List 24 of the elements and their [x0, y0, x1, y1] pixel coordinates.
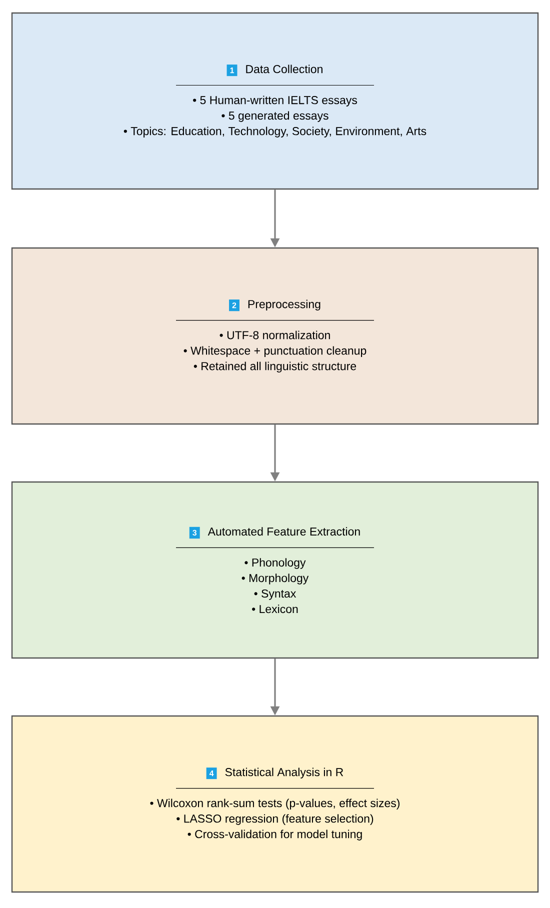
bullet-item: • Cross-validation for model tuning: [188, 830, 362, 840]
step-heading: Data Collection: [246, 64, 322, 74]
bullet-item: • Retained all linguistic structure: [194, 362, 356, 372]
bullet-item: • Syntax: [254, 589, 296, 600]
bullet-item: • 5 Human-written IELTS essays: [193, 96, 357, 106]
bullet-item: • Phonology: [244, 558, 306, 569]
number-badge: 1: [226, 64, 238, 76]
step-box: [11, 12, 539, 190]
step-box: [11, 481, 539, 659]
step-box: [11, 715, 539, 893]
step-heading: Preprocessing: [248, 300, 320, 310]
number-badge: 4: [206, 768, 217, 780]
bullet-item: • Whitespace + punctuation cleanup: [184, 346, 366, 357]
step-box: [11, 247, 539, 425]
bullet-item: • 5 generated essays: [222, 111, 328, 122]
step-heading: Statistical Analysis in R: [225, 768, 344, 778]
bullet-item: • Morphology: [242, 574, 309, 584]
number-badge: 2: [229, 300, 240, 312]
step-heading: Automated Feature Extraction: [208, 527, 360, 536]
bullet-item: • UTF-8 normalization: [220, 330, 330, 340]
bullet-item: • Wilcoxon rank-sum tests (p-values, effect sizes): [150, 798, 400, 810]
bullet-item: • LASSO regression (feature selection): [176, 814, 374, 825]
bullet-item: • Lexicon: [252, 604, 298, 614]
bullet-item: • Topics: Education, Technology, Society, Environment, Arts: [124, 126, 426, 138]
